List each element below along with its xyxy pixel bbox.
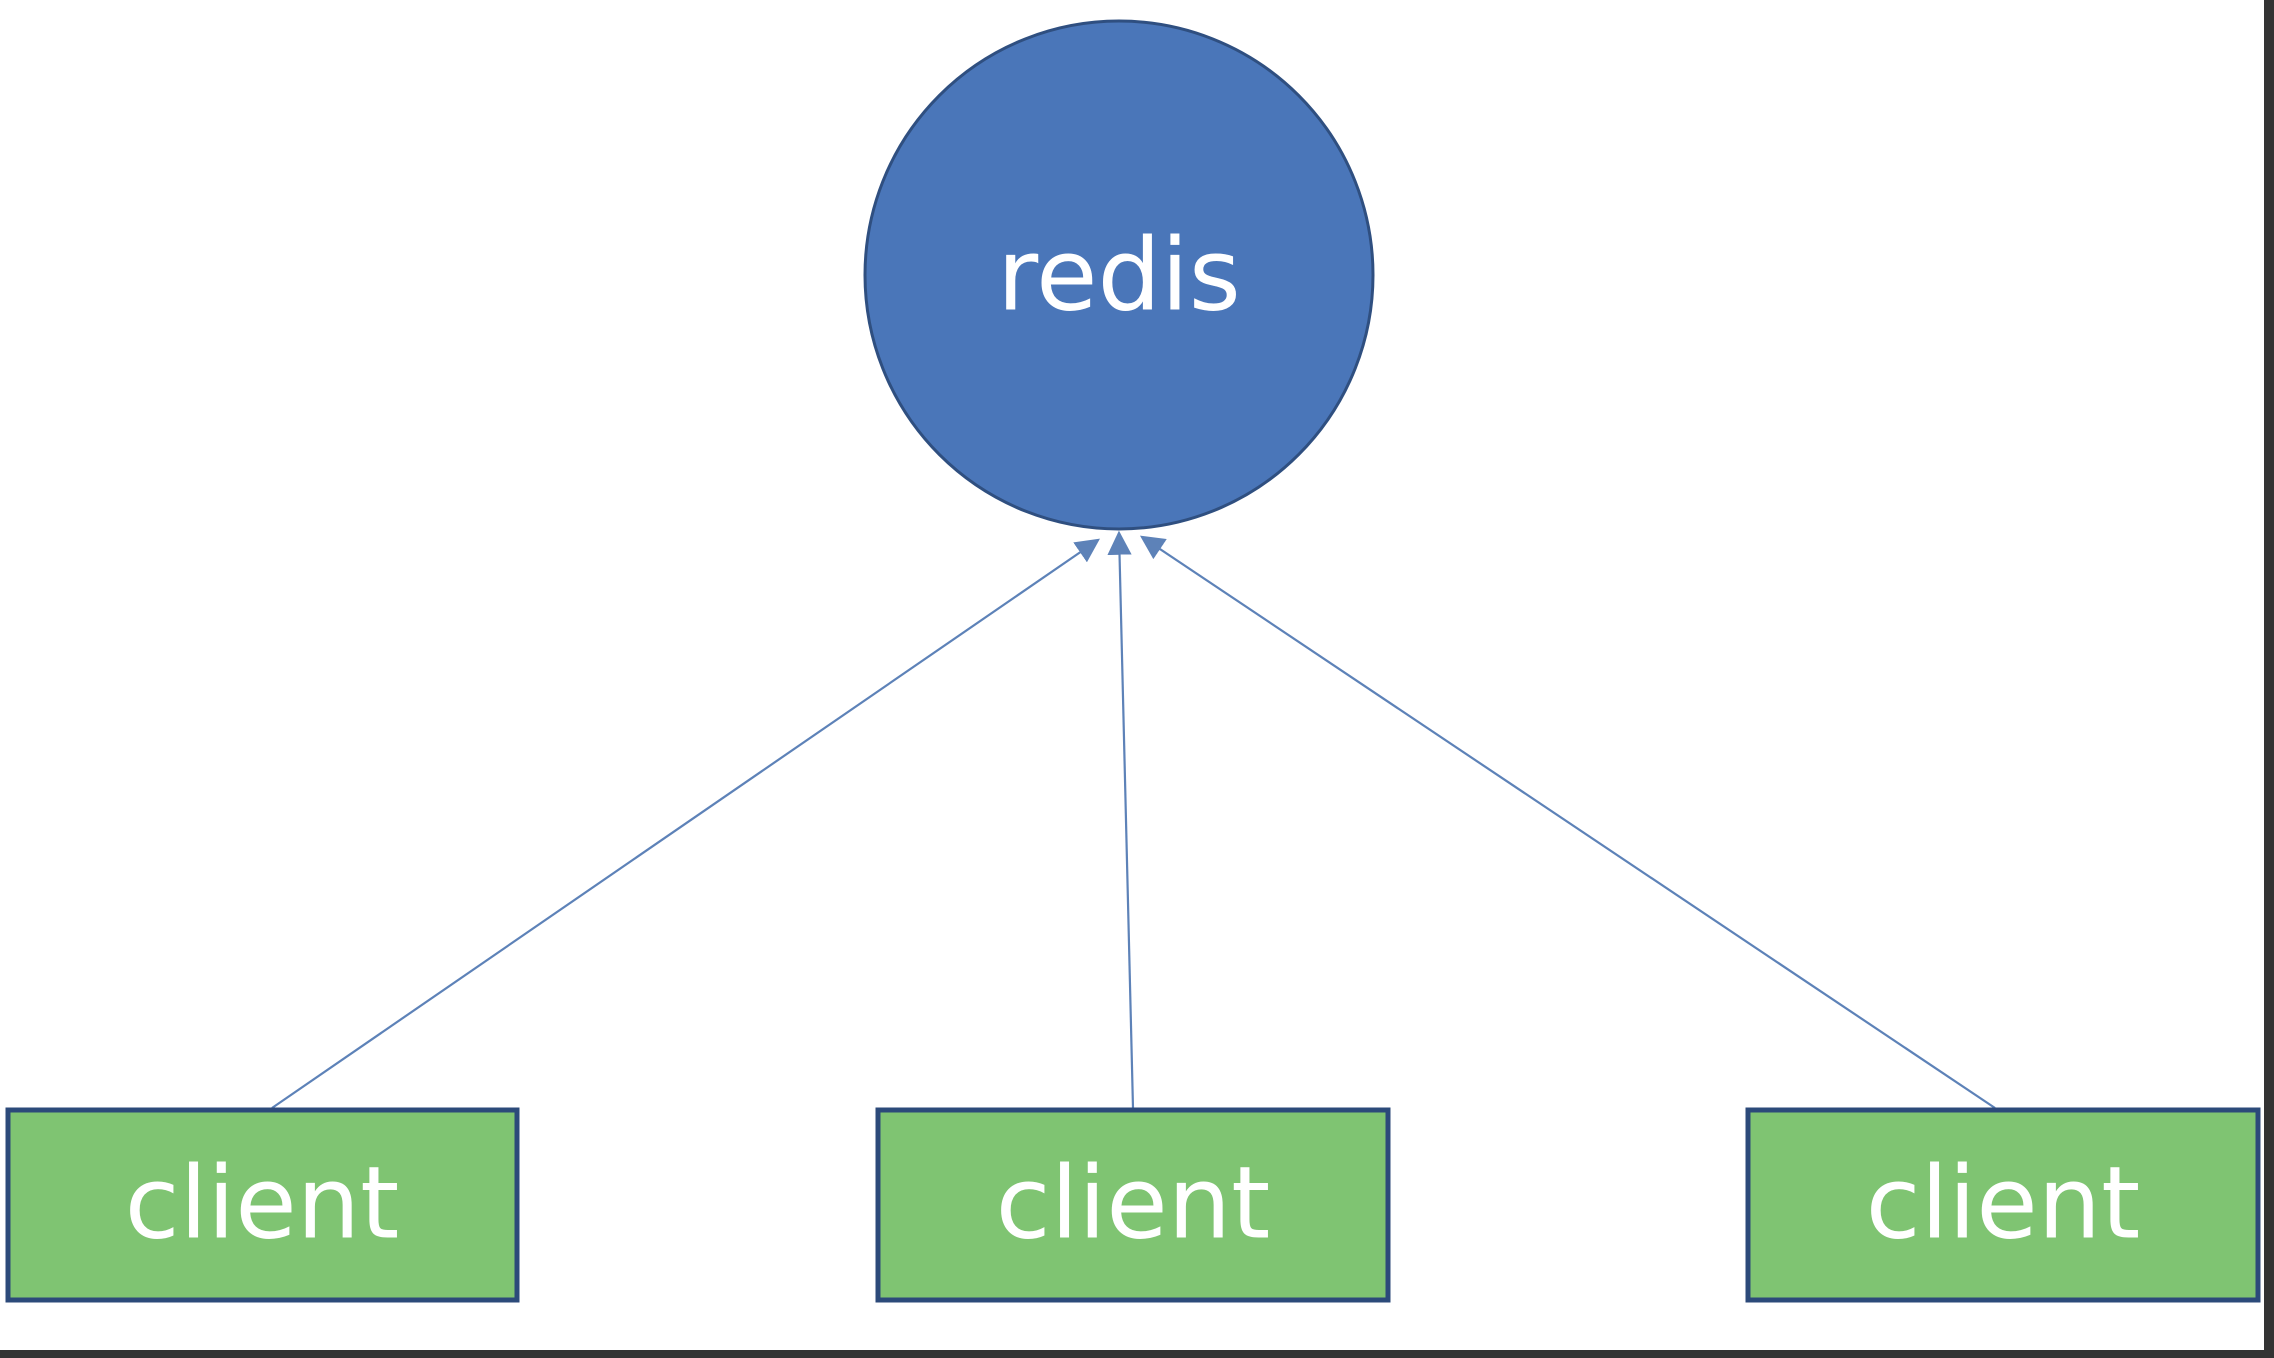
client-box-center	[875, 1107, 1391, 1303]
redis-node: redis	[863, 19, 1375, 531]
client-node-right: client	[1745, 1107, 2261, 1303]
client-label-center: client	[996, 1145, 1271, 1262]
client-node-left: client	[5, 1107, 520, 1303]
edge-client-left-to-redis	[271, 538, 1100, 1109]
client-node-center: client	[875, 1107, 1391, 1303]
redis-label: redis	[997, 217, 1241, 334]
client-box-right	[1745, 1107, 2261, 1303]
edge-client-center-to-redis	[1107, 530, 1135, 1109]
frame-bottom-border	[0, 1350, 2274, 1358]
client-box-left	[5, 1107, 520, 1303]
redis-circle	[863, 19, 1375, 531]
client-label-left: client	[125, 1145, 400, 1262]
edge-client-right-to-redis	[1139, 535, 1996, 1109]
client-label-right: client	[1866, 1145, 2141, 1262]
frame-right-border	[2264, 0, 2274, 1358]
